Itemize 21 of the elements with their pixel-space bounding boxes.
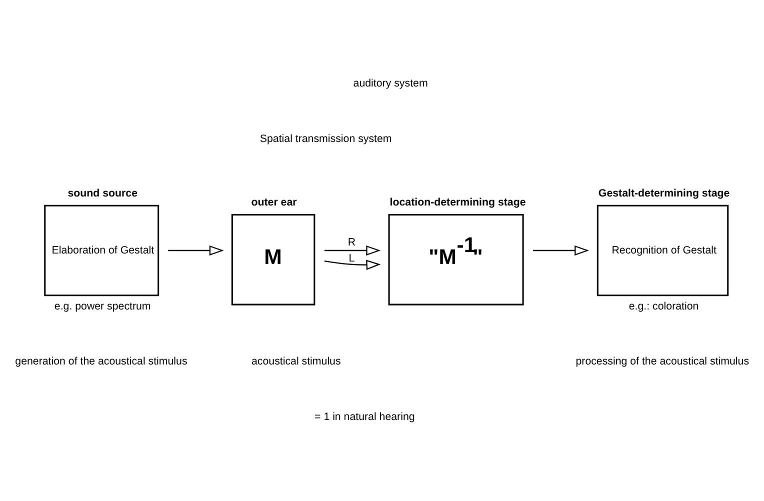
arrow <box>533 245 590 256</box>
label: Spatial transmission system <box>260 133 392 146</box>
node-label: outer ear <box>251 196 297 209</box>
node-label: sound source <box>68 188 138 200</box>
label: processing of the acoustical stimulus <box>576 355 750 368</box>
label: acoustical stimulus <box>251 355 341 368</box>
label: = 1 in natural hearing <box>314 411 415 424</box>
node-label: location-determining stage <box>390 196 526 209</box>
node-label: e.g. power spectrum <box>54 300 151 312</box>
node-box: Recognition of Gestalt <box>596 204 729 296</box>
node-label: e.g.: coloration <box>628 300 699 312</box>
node-box: M <box>231 214 316 306</box>
node-box: Elaboration of Gestalt <box>44 204 160 296</box>
arrow <box>324 260 381 270</box>
arrow <box>168 245 224 256</box>
edge-label: L <box>348 252 355 264</box>
arrow <box>324 245 381 256</box>
node-label: Gestalt-determining stage <box>598 188 730 200</box>
label: generation of the acoustical stimulus <box>15 355 188 368</box>
edge-label: R <box>348 236 356 248</box>
label: auditory system <box>353 78 428 90</box>
